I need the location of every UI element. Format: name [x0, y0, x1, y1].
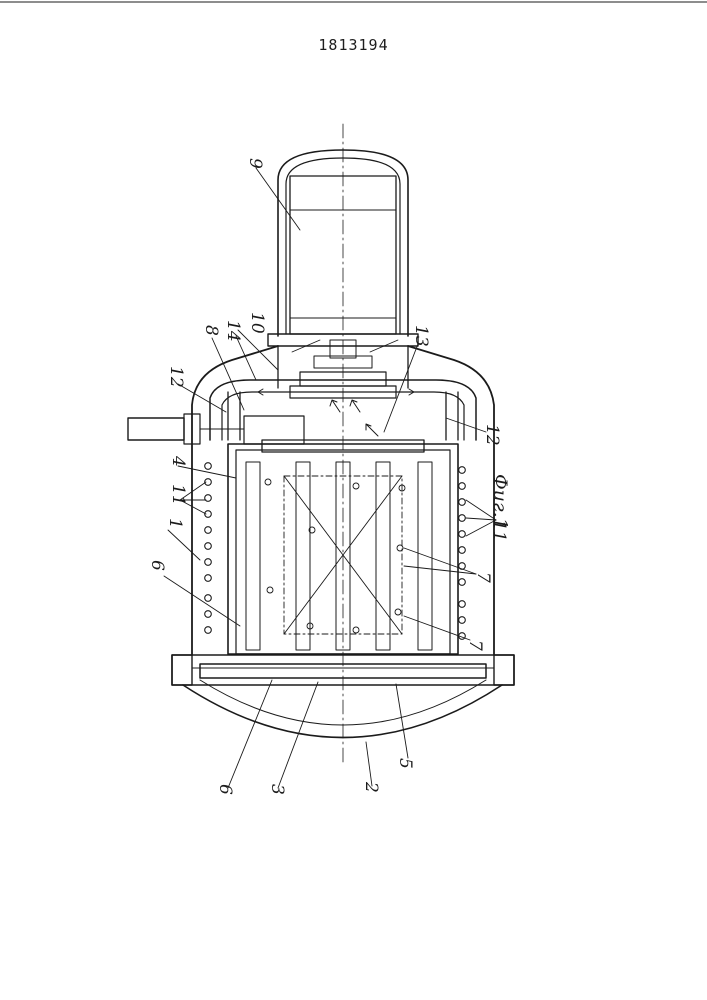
- label-2: 2: [361, 781, 381, 793]
- label-14: 14: [223, 320, 243, 342]
- label-13: 13: [411, 325, 431, 347]
- label-3: 3: [267, 784, 287, 795]
- label-5: 5: [395, 758, 415, 769]
- flow-arrows: [258, 389, 414, 436]
- label-7-upper: 7: [473, 572, 493, 583]
- heating-coil-left: [205, 463, 212, 634]
- heating-coil-right: [459, 467, 466, 640]
- label-10: 10: [247, 312, 267, 334]
- label-8: 8: [201, 325, 221, 336]
- label-11-left: 11: [168, 484, 188, 506]
- part-labels: 9 14 10 8 13 12 12 4 11 1 6 11 7 7 6 3 2…: [147, 158, 511, 795]
- label-9: 9: [245, 158, 265, 169]
- figure-caption: Фиг.1: [489, 474, 511, 530]
- label-7-lower: 7: [465, 640, 485, 651]
- leader-lines: [164, 168, 496, 788]
- label-6-upper: 6: [147, 560, 167, 571]
- label-1: 1: [165, 518, 185, 529]
- label-12-right: 12: [482, 424, 502, 446]
- label-4: 4: [168, 455, 188, 467]
- label-6-lower: 6: [215, 784, 235, 795]
- label-12-left: 12: [166, 366, 186, 388]
